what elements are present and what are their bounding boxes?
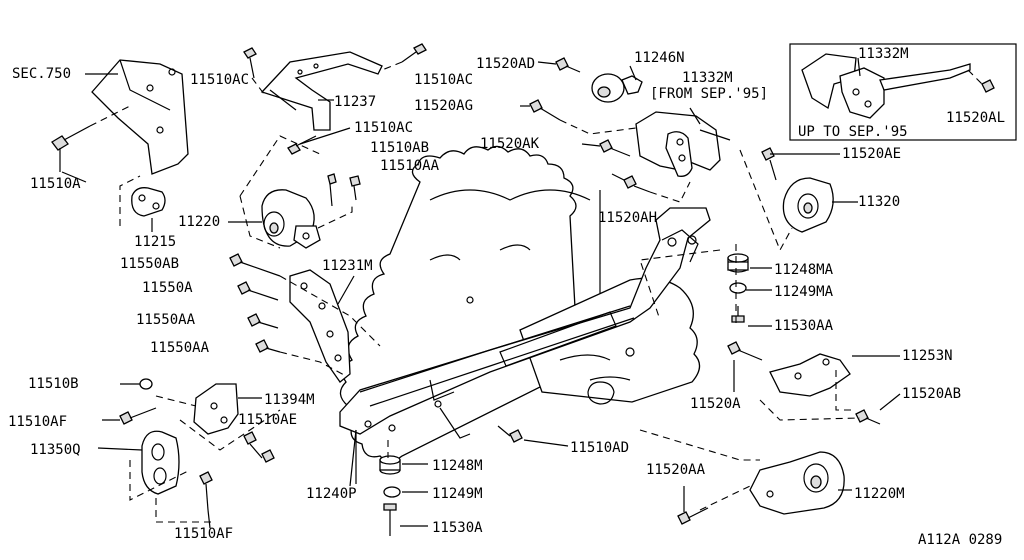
label-11520ae: 11520AE [842, 146, 901, 162]
label-11510b: 11510B [28, 376, 79, 392]
mount-11220m [639, 429, 852, 525]
label-11530aa: 11530AA [774, 318, 834, 334]
bracket-sec750 [85, 59, 189, 175]
label-11510ae: 11510AE [238, 412, 297, 428]
label-11510af-a: 11510AF [8, 414, 67, 430]
label-11510ab: 11510AB [370, 140, 429, 156]
label-11249m: 11249M [432, 486, 483, 502]
mount-11320 [739, 147, 858, 252]
bracket-11394m [102, 378, 281, 463]
label-11520ab: 11520AB [902, 386, 961, 402]
label-11520aa: 11520AA [646, 462, 706, 478]
inset-up-to-sep95 [789, 43, 1017, 141]
label-11510ad: 11510AD [570, 440, 629, 456]
label-11240p: 11240P [306, 486, 357, 502]
label-11520ag: 11520AG [414, 98, 473, 114]
label-11510ac-a: 11510AC [190, 72, 249, 88]
label-11332m-a: 11332M [682, 70, 733, 86]
reference-code: A112A 0289 [918, 532, 1002, 548]
label-11550aa-a: 11550AA [136, 312, 196, 328]
label-11510a: 11510A [30, 176, 81, 192]
leader-11510af-b [207, 509, 211, 529]
leader-11240p [349, 429, 357, 487]
label-11246n: 11246N [634, 50, 685, 66]
label-11231m: 11231M [322, 258, 373, 274]
bracket-11253n [727, 341, 901, 425]
label-11248ma: 11248MA [774, 262, 834, 278]
label-11237: 11237 [334, 94, 376, 110]
stay-11237 [243, 43, 427, 155]
label-11520ak: 11520AK [480, 136, 540, 152]
label-from-sep95: [FROM SEP.'95] [650, 86, 768, 102]
plate-11215 [119, 175, 166, 232]
bolt-11510a [51, 105, 131, 172]
stack-11248ma [639, 244, 772, 327]
stack-11248m [355, 425, 569, 536]
label-11530a: 11530A [432, 520, 483, 536]
label-11520ah: 11520AH [598, 210, 657, 226]
label-11320: 11320 [858, 194, 900, 210]
label-11253n: 11253N [902, 348, 953, 364]
label-11215: 11215 [134, 234, 176, 250]
label-11248m: 11248M [432, 458, 483, 474]
bracket-11231m [229, 253, 381, 383]
label-11520ad: 11520AD [476, 56, 535, 72]
label-11550aa-b: 11550AA [150, 340, 210, 356]
label-11249ma: 11249MA [774, 284, 834, 300]
crossmember [339, 207, 711, 439]
label-11350q: 11350Q [30, 442, 81, 458]
mount-11220 [228, 135, 361, 249]
leader-11510a [61, 171, 87, 183]
part-labels: SEC.750 11510AC 11510AC 11237 11510AC 11… [8, 46, 1005, 548]
label-11510ac-c: 11510AC [354, 120, 413, 136]
label-11220: 11220 [178, 214, 220, 230]
label-11332m-b: 11332M [858, 46, 909, 62]
label-11550ab: 11550AB [120, 256, 179, 272]
label-up-to-sep95: UP TO SEP.'95 [798, 124, 908, 140]
mount-11350q [97, 430, 216, 523]
label-11394m: 11394M [264, 392, 315, 408]
pulley-11246n [537, 57, 643, 103]
label-11510aa: 11510AA [380, 158, 440, 174]
label-11520al: 11520AL [946, 110, 1005, 126]
label-11550a: 11550A [142, 280, 193, 296]
label-11510af-b: 11510AF [174, 526, 233, 542]
label-11220m: 11220M [854, 486, 905, 502]
bracket-11332m-from [520, 99, 731, 203]
label-sec750: SEC.750 [12, 66, 71, 82]
label-11510ac-b: 11510AC [414, 72, 473, 88]
label-11520a: 11520A [690, 396, 741, 412]
